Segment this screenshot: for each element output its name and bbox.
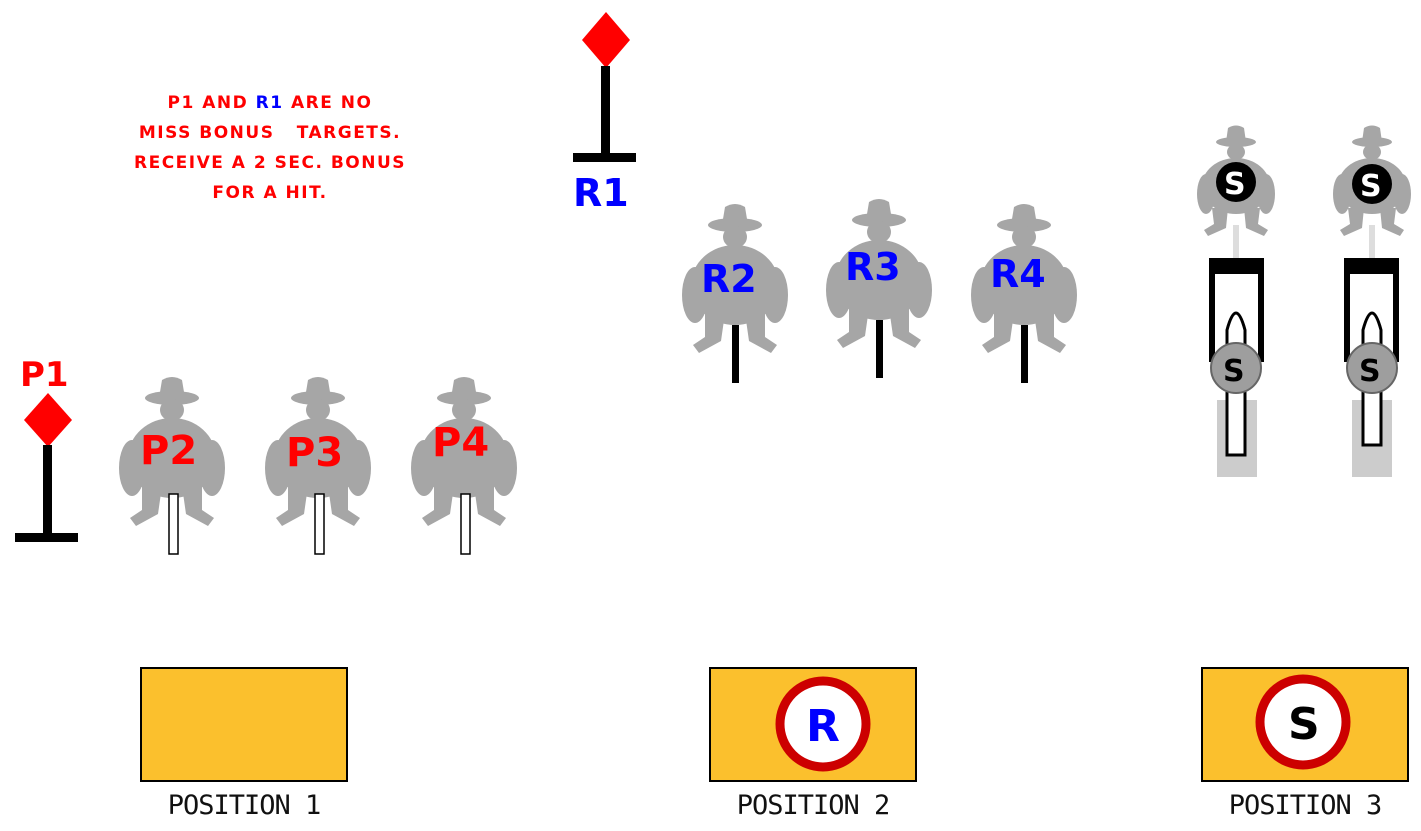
- p3-target: P3: [265, 377, 371, 555]
- note-r1: R1: [255, 93, 284, 113]
- r3-target: R3: [826, 199, 932, 378]
- position-3-badge: S: [1288, 699, 1320, 750]
- note-line-1: P1 AND R1 ARE NO: [70, 88, 470, 118]
- bonus-note: P1 AND R1 ARE NO MISS BONUS TARGETS. REC…: [70, 88, 470, 208]
- position-2-caption: POSITION 2: [736, 790, 891, 821]
- r2-target: R2: [682, 204, 788, 383]
- position-1-mat: [140, 667, 348, 782]
- position-1-caption: POSITION 1: [167, 790, 322, 821]
- r4-label: R4: [990, 252, 1046, 296]
- r1-label: R1: [573, 171, 629, 215]
- s-label-upper-right: S: [1360, 169, 1382, 204]
- p1-popper: P1: [15, 355, 78, 542]
- p4-target: P4: [411, 377, 517, 555]
- p2-target: P2: [119, 377, 225, 555]
- note-line-4: FOR A HIT.: [212, 183, 328, 203]
- r1-popper: R1: [573, 12, 636, 215]
- r2-label: R2: [701, 257, 757, 301]
- p1-label: P1: [20, 355, 69, 395]
- note-line-2: MISS BONUS TARGETS.: [138, 123, 402, 143]
- position-3-caption: POSITION 3: [1228, 790, 1383, 821]
- note-line1-end: ARE NO: [291, 93, 373, 113]
- s-label-lower-right: S: [1359, 354, 1381, 389]
- r3-label: R3: [845, 245, 901, 289]
- s-target-left: S S: [1197, 125, 1275, 477]
- s-label-upper-left: S: [1224, 167, 1246, 202]
- position-2-badge: R: [806, 701, 840, 752]
- note-line-3: RECEIVE A 2 SEC. BONUS: [133, 153, 407, 173]
- p3-label: P3: [286, 430, 343, 476]
- note-p1: P1: [167, 93, 195, 113]
- p4-label: P4: [432, 420, 489, 466]
- p1-diamond-icon: [24, 393, 72, 447]
- p2-label: P2: [140, 428, 197, 474]
- r4-target: R4: [971, 204, 1077, 383]
- position-2-ring-icon: [775, 676, 871, 772]
- position-3-ring-icon: [1255, 674, 1351, 770]
- note-and: AND: [202, 93, 249, 113]
- r1-diamond-icon: [582, 12, 630, 68]
- s-target-right: S S: [1333, 125, 1411, 477]
- position-2-mat: R: [709, 667, 917, 782]
- s-label-lower-left: S: [1223, 354, 1245, 389]
- position-3-mat: S: [1201, 667, 1409, 782]
